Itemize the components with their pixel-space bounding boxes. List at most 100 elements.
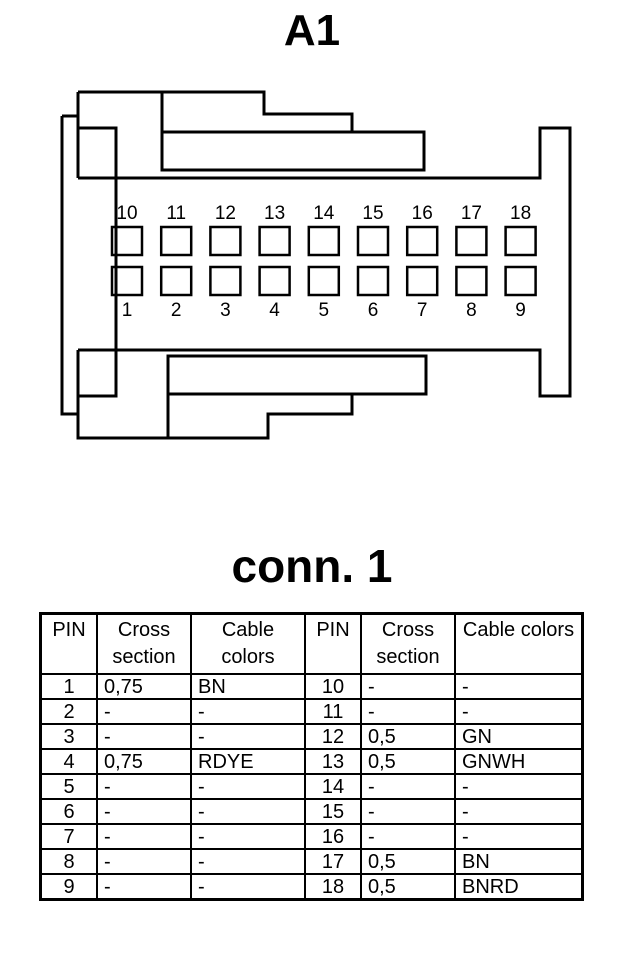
cell-cable-color: BN (190, 673, 306, 700)
header-pin-2: PIN (304, 612, 362, 675)
pin-box-7 (405, 265, 439, 297)
pin-label-8: 8 (466, 300, 477, 321)
pin-box-2 (159, 265, 193, 297)
cell-pin: 5 (39, 773, 98, 800)
pin-label-4: 4 (269, 300, 280, 321)
cell-cable-color-2: BNRD (454, 873, 584, 901)
cell-pin: 9 (39, 873, 98, 901)
cell-cross-section-2: 0,5 (360, 723, 456, 750)
cell-pin-2: 11 (304, 698, 362, 725)
pin-label-9: 9 (515, 300, 526, 321)
cell-cable-color-2: - (454, 773, 584, 800)
pin-box-12 (209, 225, 242, 257)
pin-box-3 (209, 265, 242, 297)
header-cross-section-2: Cross section (360, 612, 456, 675)
cell-cable-color: - (190, 798, 306, 825)
cell-pin: 1 (39, 673, 98, 700)
cell-cross-section-2: - (360, 823, 456, 850)
connector-housing (60, 90, 572, 440)
cell-pin-2: 13 (304, 748, 362, 775)
cell-pin-2: 17 (304, 848, 362, 875)
cell-cross-section-2: - (360, 673, 456, 700)
cell-cross-section: - (96, 848, 192, 875)
pin-label-2: 2 (171, 300, 182, 321)
table-header-row: PIN Cross section Cable colors PIN Cross… (39, 612, 584, 675)
table-row: 5--14-- (39, 773, 584, 800)
cell-cable-color: - (190, 698, 306, 725)
cell-cross-section-2: 0,5 (360, 848, 456, 875)
pin-label-6: 6 (368, 300, 379, 321)
pin-label-11: 11 (166, 203, 186, 224)
pin-label-1: 1 (122, 300, 133, 321)
cell-pin-2: 18 (304, 873, 362, 901)
cell-cable-color: - (190, 873, 306, 901)
cell-pin-2: 16 (304, 823, 362, 850)
cell-cross-section-2: 0,5 (360, 873, 456, 901)
cell-pin-2: 15 (304, 798, 362, 825)
pin-label-3: 3 (220, 300, 231, 321)
pin-box-1 (110, 265, 144, 297)
pin-box-17 (455, 225, 488, 257)
cell-pin: 8 (39, 848, 98, 875)
cell-cross-section-2: - (360, 773, 456, 800)
cell-cable-color-2: GN (454, 723, 584, 750)
pin-box-11 (159, 225, 193, 257)
cell-cable-color: - (190, 723, 306, 750)
cell-cross-section: - (96, 773, 192, 800)
cell-pin-2: 12 (304, 723, 362, 750)
cell-pin: 2 (39, 698, 98, 725)
pin-box-16 (405, 225, 439, 257)
cell-cross-section: - (96, 723, 192, 750)
pin-label-17: 17 (461, 203, 482, 224)
cell-cross-section: 0,75 (96, 673, 192, 700)
pin-box-4 (258, 265, 291, 297)
cell-pin: 7 (39, 823, 98, 850)
pin-box-9 (504, 265, 537, 297)
pin-label-7: 7 (417, 300, 428, 321)
cell-cross-section-2: - (360, 698, 456, 725)
cell-cable-color: RDYE (190, 748, 306, 775)
pin-label-18: 18 (510, 203, 531, 224)
pin-box-5 (307, 265, 341, 297)
cell-pin: 4 (39, 748, 98, 775)
pin-box-14 (307, 225, 341, 257)
pin-label-12: 12 (215, 203, 236, 224)
cell-cable-color-2: - (454, 673, 584, 700)
cell-cable-color-2: - (454, 798, 584, 825)
cell-cable-color: - (190, 773, 306, 800)
pin-label-16: 16 (412, 203, 433, 224)
header-cross-section: Cross section (96, 612, 192, 675)
cell-cross-section: - (96, 798, 192, 825)
pin-label-5: 5 (319, 300, 330, 321)
table-row: 2--11-- (39, 698, 584, 725)
cell-pin: 6 (39, 798, 98, 825)
pin-box-15 (356, 225, 390, 257)
pin-box-18 (504, 225, 537, 257)
cell-pin-2: 14 (304, 773, 362, 800)
pin-box-10 (110, 225, 144, 257)
pin-label-13: 13 (264, 203, 285, 224)
pin-row-bottom: 1 2 3 4 5 6 7 8 9 (110, 265, 537, 321)
header-cable-colors-2: Cable colors (454, 612, 584, 675)
cell-cross-section: - (96, 698, 192, 725)
pin-box-6 (356, 265, 390, 297)
pin-label-14: 14 (313, 203, 335, 224)
table-row: 6--15-- (39, 798, 584, 825)
connector-title: A1 (283, 6, 341, 55)
cell-cross-section-2: 0,5 (360, 748, 456, 775)
pin-box-13 (258, 225, 291, 257)
cell-pin: 3 (39, 723, 98, 750)
cell-cross-section-2: - (360, 798, 456, 825)
header-cable-colors: Cable colors (190, 612, 306, 675)
pin-table: PIN Cross section Cable colors PIN Cross… (39, 612, 584, 901)
cell-cable-color: - (190, 848, 306, 875)
pin-box-8 (455, 265, 488, 297)
header-pin: PIN (39, 612, 98, 675)
